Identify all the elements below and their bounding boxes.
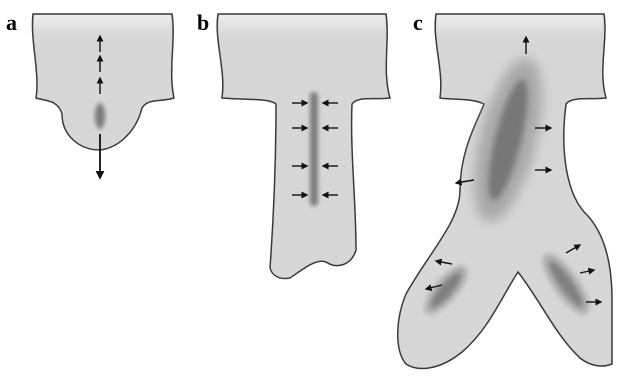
- panel-c-label: c: [413, 10, 423, 35]
- panel-a-top-band: [34, 15, 171, 37]
- panel-a-signal: [95, 103, 105, 129]
- panel-b-tissue: [217, 14, 390, 279]
- panel-b: b: [197, 10, 390, 279]
- panel-a: a: [6, 10, 174, 178]
- panel-b-label: b: [197, 10, 209, 35]
- panel-c-top-band: [437, 15, 603, 37]
- panel-b-signal: [310, 92, 318, 206]
- panel-c: c: [398, 10, 612, 368]
- panel-a-label: a: [6, 10, 17, 35]
- panel-b-top-band: [219, 15, 385, 37]
